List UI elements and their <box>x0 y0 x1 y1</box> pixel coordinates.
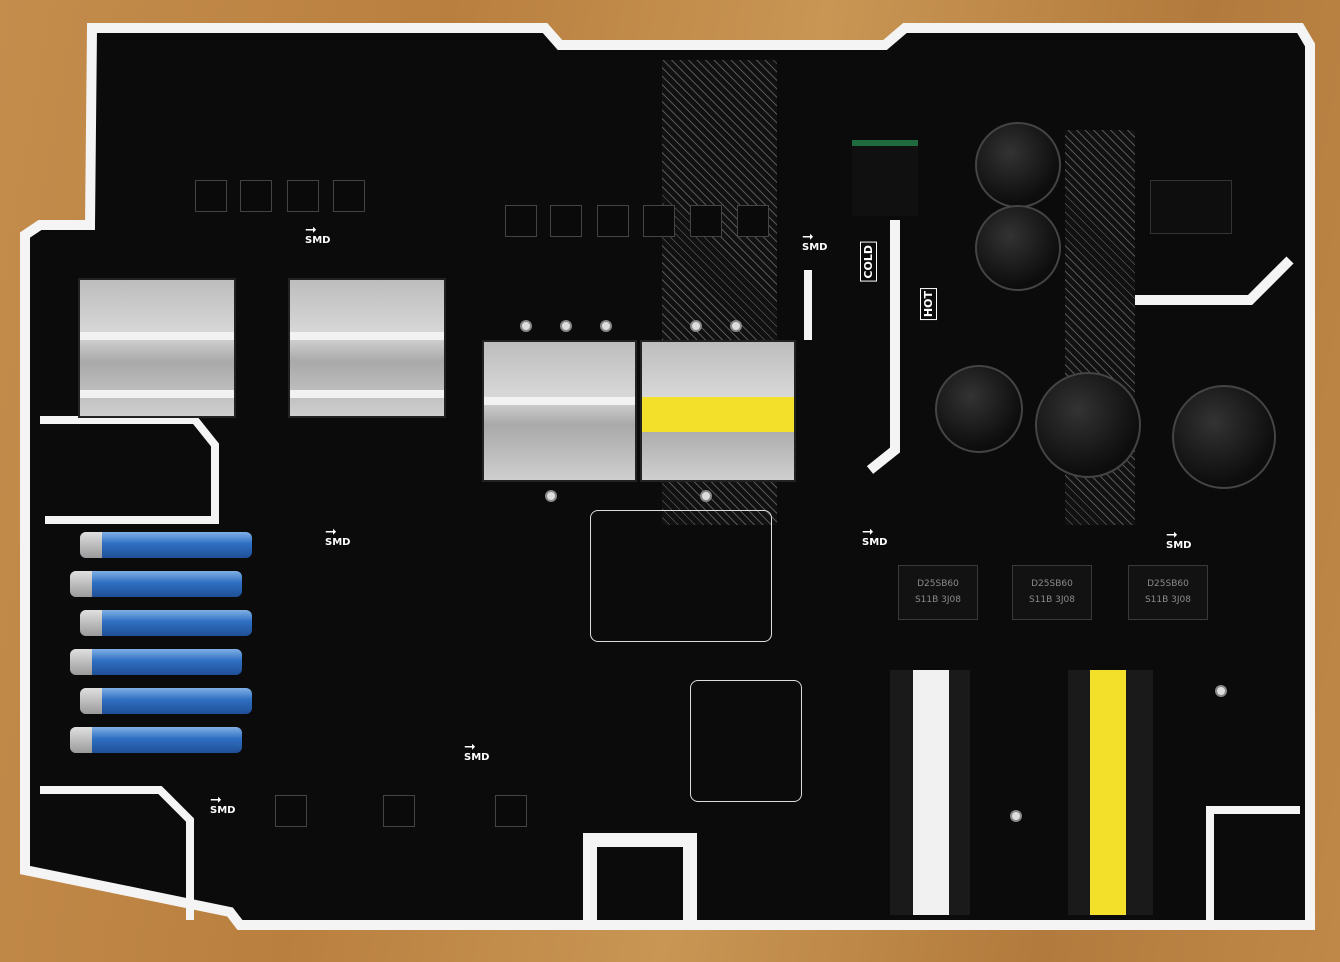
transistor <box>383 795 415 827</box>
transistor <box>550 205 582 237</box>
solder-pad <box>545 490 557 502</box>
chip-marking: S11B 3J08 <box>1028 595 1076 605</box>
smd-label: SMD <box>1166 530 1191 551</box>
heatsink <box>288 278 446 418</box>
transistor <box>287 180 319 212</box>
smd-label: SMD <box>305 225 330 246</box>
chip-marking: S11B 3J08 <box>914 595 962 605</box>
solder-pad <box>560 320 572 332</box>
smd-label: SMD <box>210 795 235 816</box>
transformer-tape-yellow <box>1090 670 1126 915</box>
transformer-tape-white <box>913 670 949 915</box>
solder-pad <box>600 320 612 332</box>
cold-zone-label: COLD <box>860 242 877 282</box>
chip-marking: D25SB60 <box>1031 579 1073 589</box>
solder-pad <box>730 320 742 332</box>
chip-marking: D25SB60 <box>917 579 959 589</box>
solder-pad <box>1010 810 1022 822</box>
electrolytic-capacitor <box>975 205 1061 291</box>
electrolytic-capacitor <box>935 365 1023 453</box>
heatsink <box>78 278 236 418</box>
chip-marking: S11B 3J08 <box>1144 595 1192 605</box>
film-capacitor <box>80 532 252 558</box>
hot-zone-label: HOT <box>920 288 937 321</box>
transistor <box>240 180 272 212</box>
transistor <box>737 205 769 237</box>
smd-control-area <box>590 510 772 642</box>
transistor <box>495 795 527 827</box>
heatsink <box>482 340 637 482</box>
relay <box>1150 180 1232 234</box>
electrolytic-capacitor <box>1172 385 1276 489</box>
solder-pad <box>690 320 702 332</box>
smd-label: SMD <box>862 527 887 548</box>
film-capacitor <box>80 610 252 636</box>
chip-marking: D25SB60 <box>1147 579 1189 589</box>
smd-label: SMD <box>464 742 489 763</box>
transistor <box>690 205 722 237</box>
electrolytic-capacitor <box>975 122 1061 208</box>
transistor <box>275 795 307 827</box>
heatsink-yellow-tape <box>640 340 796 482</box>
transistor <box>195 180 227 212</box>
film-capacitor <box>70 571 242 597</box>
film-capacitor <box>80 688 252 714</box>
transistor <box>333 180 365 212</box>
transistor <box>597 205 629 237</box>
film-capacitor <box>70 727 242 753</box>
smd-label: SMD <box>802 232 827 253</box>
silkscreen-trace <box>40 416 219 524</box>
smd-control-area <box>690 680 802 802</box>
electrolytic-capacitor <box>1035 372 1141 478</box>
relay <box>852 140 918 216</box>
film-capacitor <box>70 649 242 675</box>
smd-label: SMD <box>325 527 350 548</box>
solder-pad <box>1215 685 1227 697</box>
solder-pad <box>520 320 532 332</box>
transistor <box>643 205 675 237</box>
solder-pad <box>700 490 712 502</box>
transistor <box>505 205 537 237</box>
